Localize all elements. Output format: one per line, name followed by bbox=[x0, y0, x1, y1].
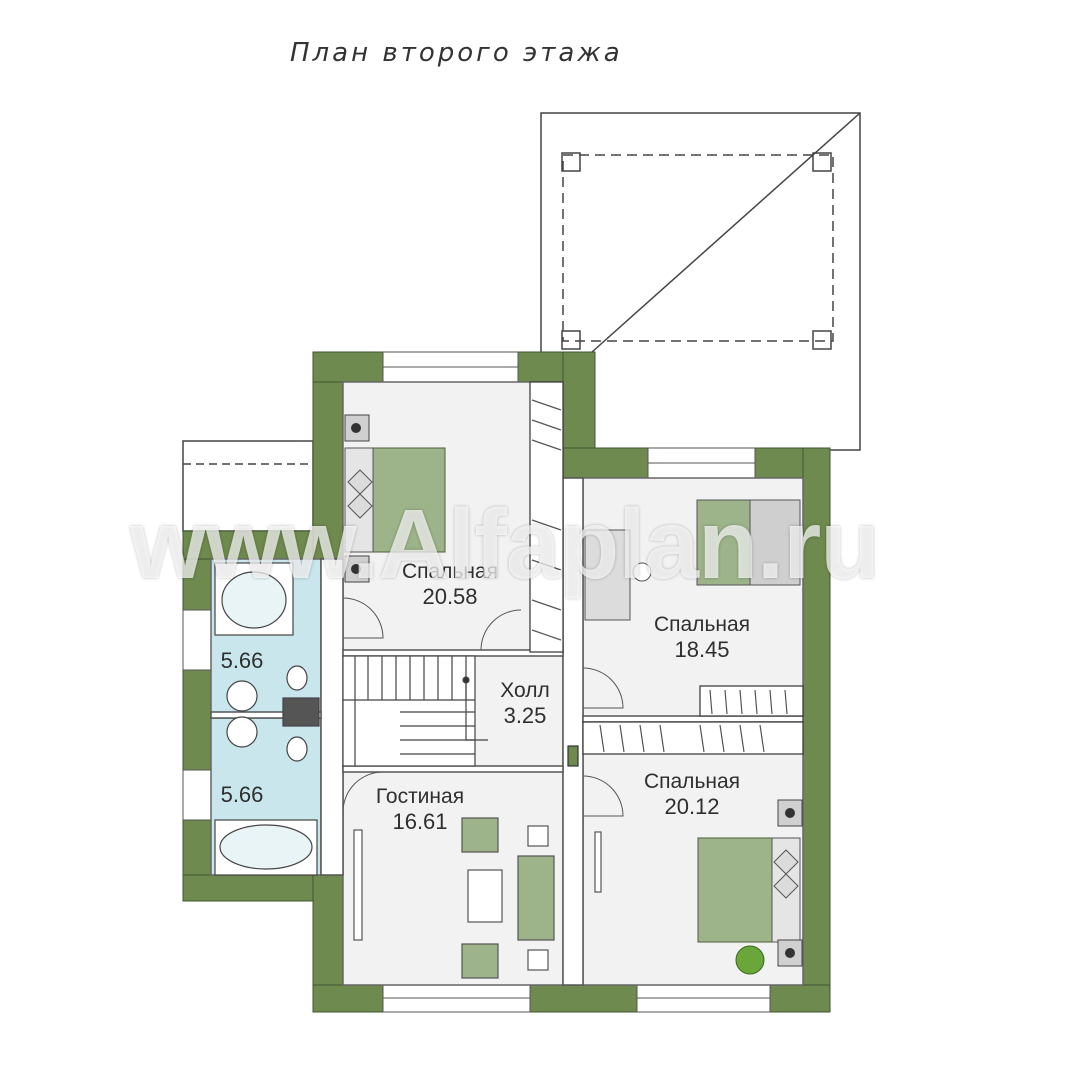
bedroom-furniture bbox=[584, 499, 801, 621]
room-area: 18.45 bbox=[674, 637, 730, 663]
page-title: План второго этажа bbox=[290, 38, 623, 68]
living-furniture bbox=[353, 817, 602, 979]
bath-fixtures bbox=[214, 562, 320, 876]
room-label-hall: Холл 3.25 bbox=[480, 679, 570, 728]
room-name: Холл bbox=[500, 679, 550, 702]
room-name: Спальная bbox=[653, 613, 751, 636]
room-name: Спальная bbox=[643, 770, 741, 793]
bath-area: 5.66 bbox=[220, 648, 264, 673]
room-area: 20.12 bbox=[664, 794, 720, 820]
bath-label-1: 5.66 bbox=[212, 648, 272, 673]
room-area: 20.58 bbox=[422, 584, 478, 610]
windows bbox=[182, 351, 771, 1013]
room-name: Спальная bbox=[401, 560, 499, 583]
room-label-living: Гостиная 16.61 bbox=[345, 785, 495, 834]
bed-top-left bbox=[344, 414, 446, 583]
room-label-bedroom-2: Спальная 18.45 bbox=[622, 613, 782, 662]
room-name: Гостиная bbox=[375, 785, 465, 808]
room-area: 16.61 bbox=[392, 809, 448, 835]
staircase bbox=[342, 655, 488, 767]
wardrobes bbox=[529, 381, 804, 767]
room-label-bedroom-1: Спальная 20.58 bbox=[370, 560, 530, 609]
room-label-bedroom-3: Спальная 20.12 bbox=[612, 770, 772, 819]
watermark: www.Alfaplan.ru bbox=[130, 489, 880, 599]
bath-label-2: 5.66 bbox=[212, 782, 272, 807]
door-swings bbox=[342, 597, 624, 817]
bed-bottom-right bbox=[697, 799, 803, 975]
room-area: 3.25 bbox=[503, 703, 547, 729]
bath-area: 5.66 bbox=[220, 782, 264, 807]
